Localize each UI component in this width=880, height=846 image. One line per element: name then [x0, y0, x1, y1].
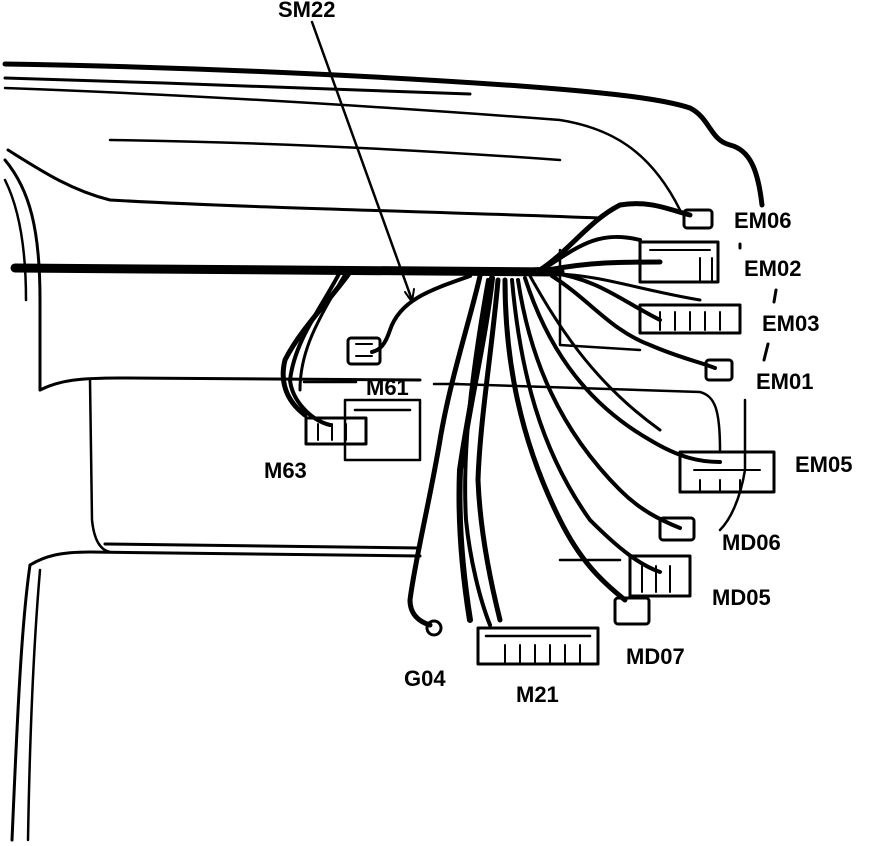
labels: SM22 EM06 EM02 EM03 EM01 M61 EM05 M63 MD… — [264, 0, 852, 707]
label-em06: EM06 — [734, 208, 791, 233]
em-branches — [537, 201, 717, 370]
m21-connector — [476, 626, 600, 666]
label-md07: MD07 — [626, 644, 685, 669]
label-md06: MD06 — [722, 530, 781, 555]
label-g04: G04 — [404, 666, 446, 691]
label-em01: EM01 — [756, 369, 813, 394]
label-m61: M61 — [366, 375, 409, 400]
label-m63: M63 — [264, 458, 307, 483]
lower-branches — [407, 273, 776, 666]
leader-lines — [310, 20, 778, 532]
label-m21: M21 — [516, 682, 559, 707]
label-em02: EM02 — [744, 256, 801, 281]
dashboard-outline — [2, 61, 765, 842]
m61-bracket — [343, 398, 422, 462]
label-sm22: SM22 — [278, 0, 335, 22]
label-em05: EM05 — [795, 452, 852, 477]
label-em03: EM03 — [762, 311, 819, 336]
m63-branch — [280, 269, 368, 446]
label-md05: MD05 — [712, 585, 771, 610]
main-harness-trunk — [10, 263, 565, 277]
em-connectors — [638, 208, 742, 382]
m61-branch — [346, 274, 472, 366]
